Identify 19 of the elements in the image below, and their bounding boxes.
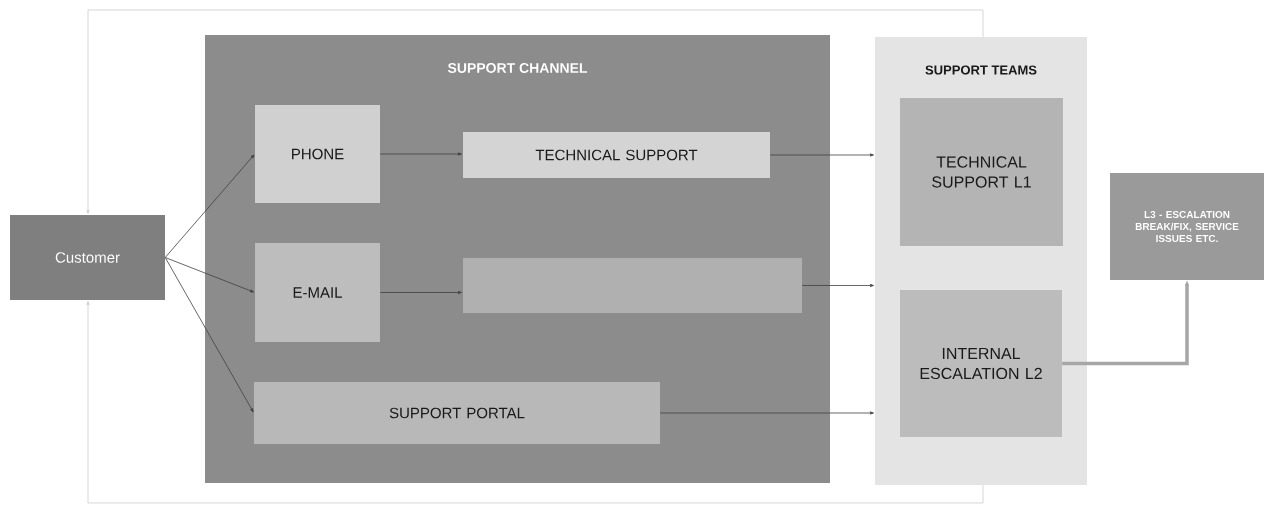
channel-box: SUPPORT PORTAL: [254, 382, 660, 444]
team-box: INTERNAL ESCALATION L2: [900, 290, 1062, 437]
channel-box: PHONE: [255, 105, 380, 203]
arrow: [801, 283, 874, 287]
arrow: [769, 153, 874, 157]
customer-box: Customer: [10, 215, 165, 300]
arrow: [164, 154, 255, 258]
panel-heading: SUPPORT CHANNEL: [447, 63, 588, 73]
address-box: [463, 258, 802, 313]
team-box: TECHNICAL SUPPORT L1: [900, 98, 1063, 246]
channel-box: E-MAIL: [255, 243, 380, 342]
arrow: [164, 257, 255, 293]
arrow: [86, 301, 984, 504]
arrow: [164, 257, 254, 413]
panel-heading: SUPPORT TEAMS: [925, 65, 1037, 75]
channel-box: TECHNICAL SUPPORT: [463, 132, 770, 178]
escalation-box: L3 - ESCALATION BREAK/FIX, SERVICE ISSUES ETC.: [1110, 173, 1264, 280]
arrow: [379, 290, 462, 294]
arrow: [86, 9, 984, 214]
